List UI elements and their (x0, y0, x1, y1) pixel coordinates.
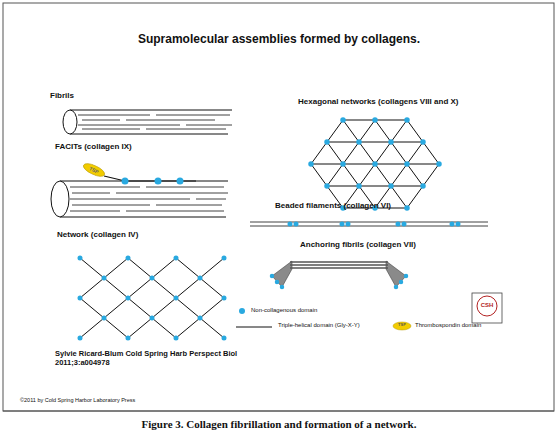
figure-frame (3, 3, 554, 411)
assembly-label: FACITs (collagen IX) (55, 142, 132, 151)
fibril-outline (70, 110, 232, 134)
legend-swatch (239, 308, 245, 314)
tsp-sample-label: TSP (393, 323, 411, 328)
figure-title: Supramolecular assemblies formed by coll… (0, 33, 558, 47)
copyright-note: ©2011 by Cold Spring Harbor Laboratory P… (20, 397, 135, 403)
assembly-label: Network (collagen IV) (57, 230, 138, 239)
non-collagenous-dots (290, 222, 458, 227)
non-collagenous-dots (272, 276, 406, 287)
hexagonal-lattice (311, 120, 439, 208)
legend-text: Thrombospondin domain (415, 322, 481, 329)
frame-bottom (3, 411, 554, 412)
figure-caption: Figure 3. Collagen fibrillation and form… (0, 418, 558, 431)
logo-text: CSH (472, 302, 502, 309)
collagen-iv-lattice (80, 258, 224, 338)
non-collagenous-dots (311, 120, 439, 208)
tsp-sample (393, 322, 411, 330)
facit-fibril-end (51, 181, 69, 217)
assembly-label: Hexagonal networks (collagens VIII and X… (298, 97, 458, 106)
fibril-end (63, 110, 77, 134)
anchoring-fibril-ends (272, 261, 406, 287)
assembly-label: Beaded filaments (collagen VI) (275, 201, 391, 210)
assembly-label: Anchoring fibrils (collagen VII) (300, 240, 416, 249)
fibril-strands (78, 115, 232, 129)
collagen-ix-helix (104, 176, 196, 181)
non-collagenous-dots (80, 258, 224, 338)
legend-text: Triple-helical domain (Gly-X-Y) (278, 322, 360, 329)
beaded-filament (250, 222, 488, 226)
triple-helix-sample (236, 327, 272, 328)
anchoring-fibril-shaft (290, 262, 388, 268)
facit-fibril-outline (60, 181, 228, 217)
domain-shape (82, 161, 107, 179)
citation-note: Sylvie Ricard-Blum Cold Spring Harb Pers… (55, 350, 285, 367)
assembly-label: Fibrils (50, 91, 74, 100)
non-collagenous-dots (125, 178, 180, 185)
publisher-logo (472, 293, 502, 323)
legend-text: Non-collagenous domain (251, 307, 317, 314)
facit-fibril-strands (70, 187, 228, 211)
